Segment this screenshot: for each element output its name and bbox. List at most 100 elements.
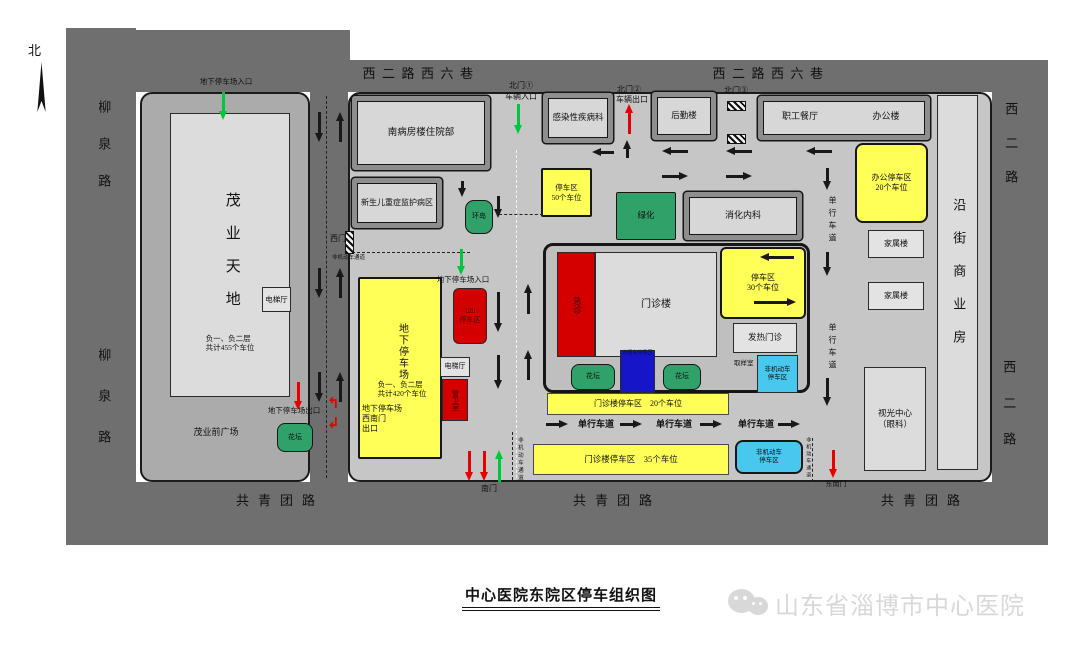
underground-sw-exit-label: 地下停车场 西南门 出口 (362, 404, 402, 433)
taxi-stop-zone-label: 出租车停靠区 (622, 351, 653, 356)
road-label-xier-bottom: 西二路 (1001, 360, 1017, 468)
outpatient-strip-35-label: 门诊楼停车区 35个车位 (584, 453, 678, 464)
flow-middle-up-2 (336, 268, 345, 298)
flow-top-right-1 (662, 172, 688, 181)
road-label-xier-top: 西二路 (1003, 102, 1019, 204)
road-label-gqt-west: 共青团路 (235, 493, 325, 508)
road-xier (992, 60, 1048, 545)
flow-center-down-3 (494, 355, 503, 389)
nonmotor-parking-se-label: 非机动车 停车区 (756, 448, 782, 464)
parking-zone-120-label: 120 停车区 (459, 306, 481, 324)
north-gate-3-label: 北门③ (724, 86, 748, 95)
flow-bottom-right-4 (778, 420, 800, 429)
flow-bottom-right-2 (620, 420, 642, 429)
outpatient-strip-20: 门诊楼停车区 20个车位 (547, 393, 729, 415)
middle-road-centerline (326, 96, 327, 478)
flow-top-left-1 (662, 147, 688, 156)
north-label: 北 (28, 43, 42, 58)
road-label-xiliuxiang-east: 西二路西六巷 (712, 66, 830, 81)
north-gate1-entry-arrow (514, 104, 523, 134)
greenery-zone: 绿化 (616, 192, 676, 240)
flow-middle-up-3 (336, 372, 345, 402)
oneway-lane-right-2: 单行车道 (828, 323, 837, 373)
flow-top-right-2 (726, 172, 752, 181)
maoye-underground-entrance-label: 地下停车场入口 (199, 77, 253, 86)
flow-middle-down-3 (315, 372, 324, 402)
street-commercial-building (937, 95, 978, 470)
outpatient-strip-35: 门诊楼停车区 35个车位 (533, 444, 729, 475)
outpatient-strip-20-label: 门诊楼停车区 20个车位 (594, 398, 682, 408)
flow-bottom-right-3 (700, 420, 722, 429)
digestive-building-label: 消化内科 (724, 210, 761, 221)
guard-room-label: 警卫室 (451, 389, 460, 411)
watermark-text: 山东省淄博市中心医院 (775, 594, 1025, 620)
parking-zone-120: 120 停车区 (453, 288, 487, 344)
flow-right-down-2 (823, 252, 832, 276)
emergency-building-label: 急诊 (571, 295, 582, 314)
underground-parking-caption: 负一、负二层 共计420个车位 (377, 380, 427, 399)
south-gate-exit-arrow-2 (480, 451, 489, 481)
family-building-1-label: 家属楼 (884, 238, 908, 248)
north-gate-1-entry-label: 车辆入口 (505, 92, 537, 101)
se-nonmotor-label: 非机动车通道 (805, 437, 811, 479)
nonmotor-parking-fever-label: 非机动车 停车区 (764, 365, 791, 381)
se-gate-exit-arrow (829, 450, 838, 478)
emergency-building: 急诊 (557, 252, 595, 357)
logistics-building: 后勤楼 (652, 92, 716, 140)
flow-top-left-3 (806, 147, 832, 156)
parking-zone-50: 停车区 50个车位 (541, 168, 592, 217)
road-gongqingtuan (66, 482, 1048, 545)
infectious-building: 感染性疾病科 (543, 93, 613, 143)
west-nonmotor-path (352, 252, 470, 253)
roundabout-label: 环岛 (472, 212, 486, 221)
maoye-underground-entrance-arrow (219, 92, 228, 120)
roundabout: 环岛 (465, 200, 493, 234)
digestive-building: 消化内科 (684, 192, 802, 240)
map-title: 中心医院东院区停车组织图 (462, 584, 661, 611)
elevator-hall-hospital: 电梯厅 (440, 357, 470, 377)
family-building-2: 家属楼 (868, 282, 924, 310)
watermark: 山东省淄博市中心医院 (726, 586, 1025, 621)
flow-center-up-2 (524, 350, 533, 380)
parking30-right-arrow (754, 298, 796, 307)
flow-junction-left (592, 148, 614, 157)
optometry-building-label: 视光中心 （眼科） (877, 407, 912, 429)
maoye-underground-exit-label: 地下停车场出口 (267, 406, 321, 415)
flow-roundabout-down (458, 181, 467, 197)
south-ward-building: 南病房楼住院部 (352, 96, 490, 170)
street-commercial-label: 沿街商业房 (951, 198, 967, 363)
flow-middle-down-2 (315, 268, 324, 298)
maoye-underground-exit-arrow (294, 382, 303, 410)
west-gate-label: 西门 (330, 234, 346, 243)
west-gate-barrier (345, 231, 354, 254)
hospital-underground-entrance-arrow (457, 249, 466, 275)
south-nonmotor-label: 非机动车通道 (516, 437, 523, 482)
sw-exit-turn-arrow-top: ↰ (327, 394, 340, 412)
south-gate-label: 南门 (481, 484, 497, 493)
fever-clinic-building-label: 发热门诊 (747, 332, 782, 343)
road-label-liuquan-bottom: 柳泉路 (96, 348, 112, 471)
staff-canteen-label: 职工餐厅 (781, 111, 819, 121)
logistics-building-label: 后勤楼 (671, 110, 697, 121)
flowerbed-right-label: 花坛 (675, 372, 689, 381)
flow-right-down-1 (823, 168, 832, 190)
fever-clinic-building: 发热门诊 (733, 323, 797, 353)
south-gate-exit-arrow-1 (465, 451, 474, 481)
greenery-zone-label: 绿化 (637, 210, 655, 221)
west-nonmotor-label: 非机动车通道 (332, 255, 366, 261)
south-gate-entry-arrow (495, 450, 504, 482)
flow-center-up-1 (524, 284, 533, 314)
flow-right-down-3 (823, 378, 832, 406)
flow-junction-up (623, 140, 632, 158)
maoye-plaza-label: 茂业前广场 (193, 427, 239, 437)
family-building-1: 家属楼 (868, 230, 924, 258)
maoye-building (170, 113, 290, 397)
nicu-building-label: 新生儿重症监护病区 (361, 197, 433, 207)
underground-parking-zone (358, 277, 442, 459)
north-gate2-exit-arrow (625, 104, 634, 134)
flowerbed-maoye: 花坛 (277, 423, 313, 452)
flow-middle-up-1 (336, 112, 345, 142)
road-label-liuquan-top: 柳泉路 (96, 100, 112, 211)
hospital-underground-entrance-label: 地下停车场入口 (436, 275, 490, 284)
south-ward-building-label: 南病房楼住院部 (387, 127, 455, 138)
